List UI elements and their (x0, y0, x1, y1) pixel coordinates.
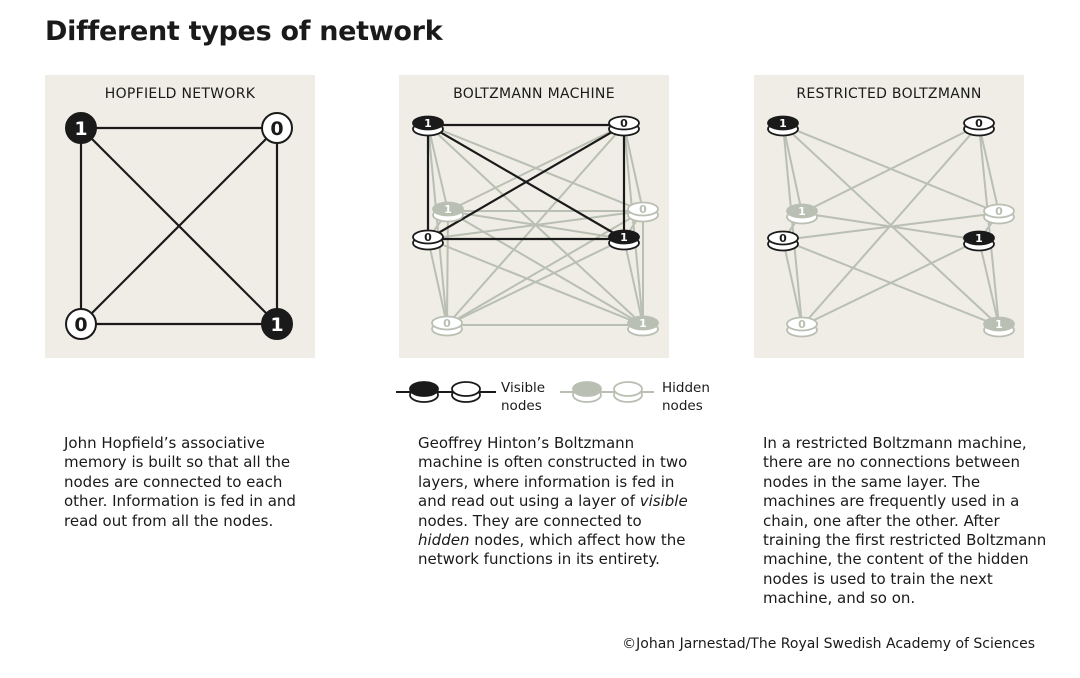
boltzmann-visible-node: 1 (412, 115, 444, 137)
restricted-visible-value: 0 (779, 232, 787, 245)
boltzmann-visible-value: 1 (620, 231, 628, 244)
hopfield-node-value: 1 (74, 118, 87, 140)
hopfield-panel: HOPFIELD NETWORK 1 0 0 1 (45, 75, 315, 358)
restricted-hidden-node: 1 (786, 203, 818, 225)
boltzmann-hidden-node: 1 (627, 315, 659, 337)
boltzmann-gray-edge (623, 124, 644, 212)
restricted-edge (801, 212, 980, 241)
boltzmann-gray-edge (446, 210, 449, 326)
restricted-edge (978, 124, 1000, 214)
legend-hidden-label: Hidden nodes (662, 379, 710, 415)
boltzmann-gray-edge (446, 238, 625, 326)
restricted-visible-node: 1 (963, 230, 995, 252)
restricted-hidden-node: 0 (786, 316, 818, 338)
boltzmann-desc-hidden: hidden (418, 531, 470, 550)
hopfield-node: 0 (261, 112, 293, 144)
restricted-hidden-value: 1 (995, 318, 1003, 331)
restricted-visible-node: 0 (963, 115, 995, 137)
legend-hidden-line2: nodes (662, 398, 703, 414)
boltzmann-panel: BOLTZMANN MACHINE (399, 75, 669, 358)
boltzmann-hidden-value: 1 (444, 203, 452, 216)
boltzmann-visible-value: 1 (424, 117, 432, 130)
restricted-description: In a restricted Boltzmann machine, there… (763, 434, 1047, 608)
restricted-edge (782, 239, 803, 327)
legend-hidden-line1: Hidden (662, 380, 710, 396)
restricted-visible-node: 1 (767, 115, 799, 137)
legend-visible-label: Visible nodes (501, 379, 545, 415)
boltzmann-gray-edge (447, 124, 625, 212)
boltzmann-visible-node: 0 (412, 229, 444, 251)
boltzmann-desc-visible: visible (639, 492, 688, 511)
legend-hidden-symbol (560, 381, 654, 403)
boltzmann-visible-node: 1 (608, 229, 640, 251)
hopfield-panel-title: HOPFIELD NETWORK (104, 86, 256, 102)
restricted-edge (782, 124, 803, 214)
restricted-hidden-value: 0 (995, 205, 1003, 218)
restricted-panel-title: RESTRICTED BOLTZMANN (796, 86, 982, 102)
legend: Visible nodes Hidden nodes (392, 378, 732, 418)
hopfield-node: 1 (65, 112, 97, 144)
page-title: Different types of network (45, 16, 443, 47)
boltzmann-hidden-node: 0 (627, 201, 659, 223)
hopfield-node: 0 (65, 308, 97, 340)
restricted-visible-node: 0 (767, 230, 799, 252)
hopfield-node: 1 (261, 308, 293, 340)
legend-visible-symbol (396, 381, 496, 403)
restricted-edge (801, 124, 980, 214)
boltzmann-visible-value: 0 (620, 117, 628, 130)
restricted-visible-value: 0 (975, 117, 983, 130)
boltzmann-hidden-node: 0 (431, 315, 463, 337)
hopfield-description: John Hopfield’s associative memory is bu… (64, 434, 296, 530)
boltzmann-hidden-value: 0 (639, 203, 647, 216)
hopfield-diagram: 1 0 0 1 (65, 112, 293, 340)
boltzmann-hidden-value: 0 (443, 317, 451, 330)
boltzmann-desc-part1: Geoffrey Hinton’s Boltzmann machine is o… (418, 434, 688, 511)
boltzmann-visible-value: 0 (424, 231, 432, 244)
boltzmann-desc-part2: nodes. They are connected to (418, 511, 642, 530)
boltzmann-diagram: 1 0 0 1 1 0 0 (412, 115, 659, 337)
boltzmann-description: Geoffrey Hinton’s Boltzmann machine is o… (418, 434, 688, 570)
restricted-hidden-node: 1 (983, 316, 1015, 338)
legend-visible-line2: nodes (501, 398, 542, 414)
hopfield-node-value: 1 (270, 314, 283, 336)
boltzmann-gray-edge (447, 210, 625, 240)
restricted-edge (801, 239, 980, 327)
restricted-hidden-value: 1 (798, 205, 806, 218)
boltzmann-gray-edge (623, 238, 644, 326)
hopfield-node-value: 0 (270, 118, 283, 140)
boltzmann-visible-node: 0 (608, 115, 640, 137)
restricted-visible-value: 1 (975, 232, 983, 245)
restricted-hidden-node: 0 (983, 203, 1015, 225)
restricted-edge (978, 239, 1000, 327)
boltzmann-gray-edge (427, 124, 449, 212)
hopfield-node-value: 0 (74, 314, 87, 336)
boltzmann-black-edge (427, 124, 625, 240)
restricted-visible-value: 1 (779, 117, 787, 130)
legend-visible-line1: Visible (501, 380, 546, 396)
hopfield-edge (80, 127, 278, 325)
boltzmann-hidden-value: 1 (639, 317, 647, 330)
restricted-hidden-value: 0 (798, 318, 806, 331)
boltzmann-panel-title: BOLTZMANN MACHINE (453, 86, 615, 102)
boltzmann-gray-edge (427, 238, 448, 326)
boltzmann-hidden-node: 1 (432, 201, 464, 223)
restricted-diagram: 1 0 0 1 1 0 0 (767, 115, 1015, 338)
boltzmann-desc-part3: nodes, which affect how the network func… (418, 531, 686, 569)
credit-line: ©Johan Jarnestad/The Royal Swedish Acade… (622, 636, 1035, 652)
restricted-panel: RESTRICTED BOLTZMANN 1 (754, 75, 1024, 358)
